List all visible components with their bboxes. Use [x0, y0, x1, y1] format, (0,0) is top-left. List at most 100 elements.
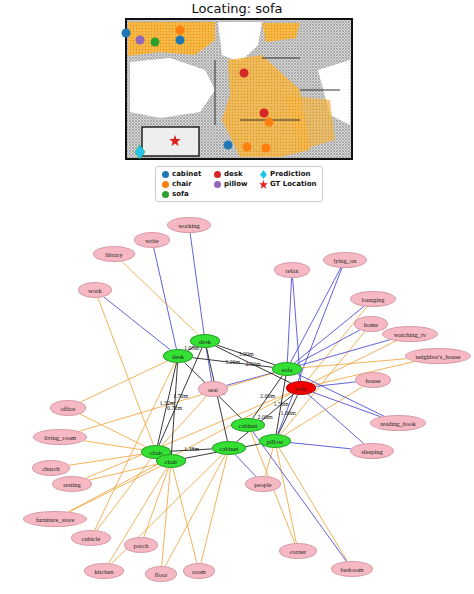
- concept-node: lying_on: [323, 252, 367, 268]
- map-marker: [262, 144, 271, 153]
- concept-node: room: [183, 563, 215, 579]
- unexplored-area: [130, 58, 215, 118]
- observed-area: [285, 95, 335, 150]
- map-frame: [126, 19, 352, 159]
- map-marker: [224, 141, 233, 150]
- concept-node: lounging: [350, 291, 396, 307]
- concept-node: people: [245, 476, 281, 492]
- relation-edge: [291, 443, 351, 449]
- node-label: bedroom: [340, 566, 363, 573]
- relation-edge: [201, 455, 227, 563]
- node-label: lying_on: [333, 257, 356, 264]
- prediction-marker: [135, 145, 145, 159]
- concept-node: floor: [145, 566, 177, 582]
- node-label: office: [60, 405, 75, 412]
- concept-node: furniture_store: [23, 511, 87, 527]
- relation-edge: [159, 348, 202, 445]
- distance-label: 2.56m: [245, 361, 260, 368]
- relation-edge: [95, 363, 175, 530]
- map-title: Locating: sofa: [0, 0, 474, 18]
- relation-edge: [173, 468, 197, 563]
- legend-box: cabinetchairsofadeskpillowPredictionGT L…: [155, 166, 323, 202]
- node-label: working: [178, 222, 200, 229]
- relation-edge: [279, 448, 347, 561]
- distance-label: 3.26m: [225, 359, 240, 366]
- distance-label: 1.00m: [280, 410, 295, 417]
- legend-swatch: [162, 191, 169, 198]
- object-node: chair: [156, 454, 186, 468]
- object-node: desk: [163, 349, 193, 363]
- relation-edge: [297, 330, 360, 364]
- relation-edge: [162, 468, 171, 566]
- distance-label: 1.56m: [273, 401, 288, 408]
- relation-edge: [104, 297, 171, 350]
- relation-edge: [185, 444, 260, 459]
- relation-edge: [86, 393, 290, 479]
- legend-swatch: [214, 171, 221, 178]
- object-node: desk: [190, 334, 220, 348]
- relation-edge: [193, 358, 273, 368]
- node-label: corner: [290, 548, 307, 555]
- node-label: cabinet: [239, 422, 258, 429]
- node-label: work: [88, 287, 101, 294]
- room-outline: [142, 127, 199, 156]
- legend-label: GT Location: [270, 180, 317, 189]
- node-label: library: [105, 251, 122, 258]
- node-label: people: [254, 481, 271, 488]
- concept-node: church: [32, 460, 70, 476]
- object-node: pillow: [259, 434, 291, 448]
- node-label: pillow: [267, 438, 284, 445]
- node-label: floor: [155, 571, 168, 578]
- concept-node: resting: [52, 476, 92, 492]
- relation-edge: [154, 248, 177, 349]
- legend-label: sofa: [172, 190, 189, 199]
- node-label: kitchen: [94, 568, 113, 575]
- legend-swatch: [162, 181, 169, 188]
- node-label: house: [365, 377, 380, 384]
- concept-node: neighbor's_house: [405, 348, 471, 364]
- relation-edge: [122, 261, 199, 334]
- relation-edge: [253, 432, 347, 562]
- relation-edge: [190, 233, 204, 334]
- distance-label: 1.70m: [173, 393, 188, 400]
- map-marker: [176, 36, 185, 45]
- relation-edge: [253, 376, 283, 419]
- relation-edge: [278, 268, 342, 434]
- wall-line: [215, 58, 340, 125]
- relation-edge: [287, 278, 291, 362]
- node-label: chair: [165, 458, 178, 465]
- relation-edge: [297, 374, 383, 416]
- map-marker: [136, 36, 145, 45]
- relation-edge: [294, 306, 364, 363]
- distance-label: 3.00m: [238, 351, 253, 358]
- concept-node: watching_tv: [382, 326, 438, 342]
- concept-node: seat: [198, 381, 228, 397]
- distance-label: 1.32m: [159, 400, 174, 407]
- node-label: cubicle: [82, 535, 101, 542]
- map-marker: [176, 26, 185, 35]
- concept-node: house: [355, 372, 391, 388]
- diamond-symbol: [260, 170, 267, 179]
- map-marker: [240, 69, 249, 78]
- relation-edge: [276, 448, 296, 543]
- legend-label: chair: [172, 180, 192, 189]
- distance-label: 1.38m: [184, 446, 199, 453]
- node-label: church: [42, 465, 60, 472]
- node-label: furniture_store: [36, 516, 75, 523]
- legend-label: pillow: [224, 180, 248, 189]
- node-label: room: [192, 568, 206, 575]
- legend-label: Prediction: [270, 170, 310, 179]
- node-label: resting: [63, 481, 81, 488]
- relation-edge: [109, 468, 167, 563]
- relation-edge: [184, 362, 241, 418]
- map-marker: [265, 118, 274, 127]
- relation-edge: [80, 361, 167, 402]
- node-label: lounging: [361, 296, 384, 303]
- concept-node: bedroom: [331, 561, 373, 577]
- node-label: neighbor's_house: [415, 353, 460, 360]
- object-node: sofa: [286, 381, 316, 395]
- node-label: sofa: [296, 385, 307, 392]
- relation-edge: [278, 395, 297, 434]
- node-label: watching_tv: [394, 331, 426, 338]
